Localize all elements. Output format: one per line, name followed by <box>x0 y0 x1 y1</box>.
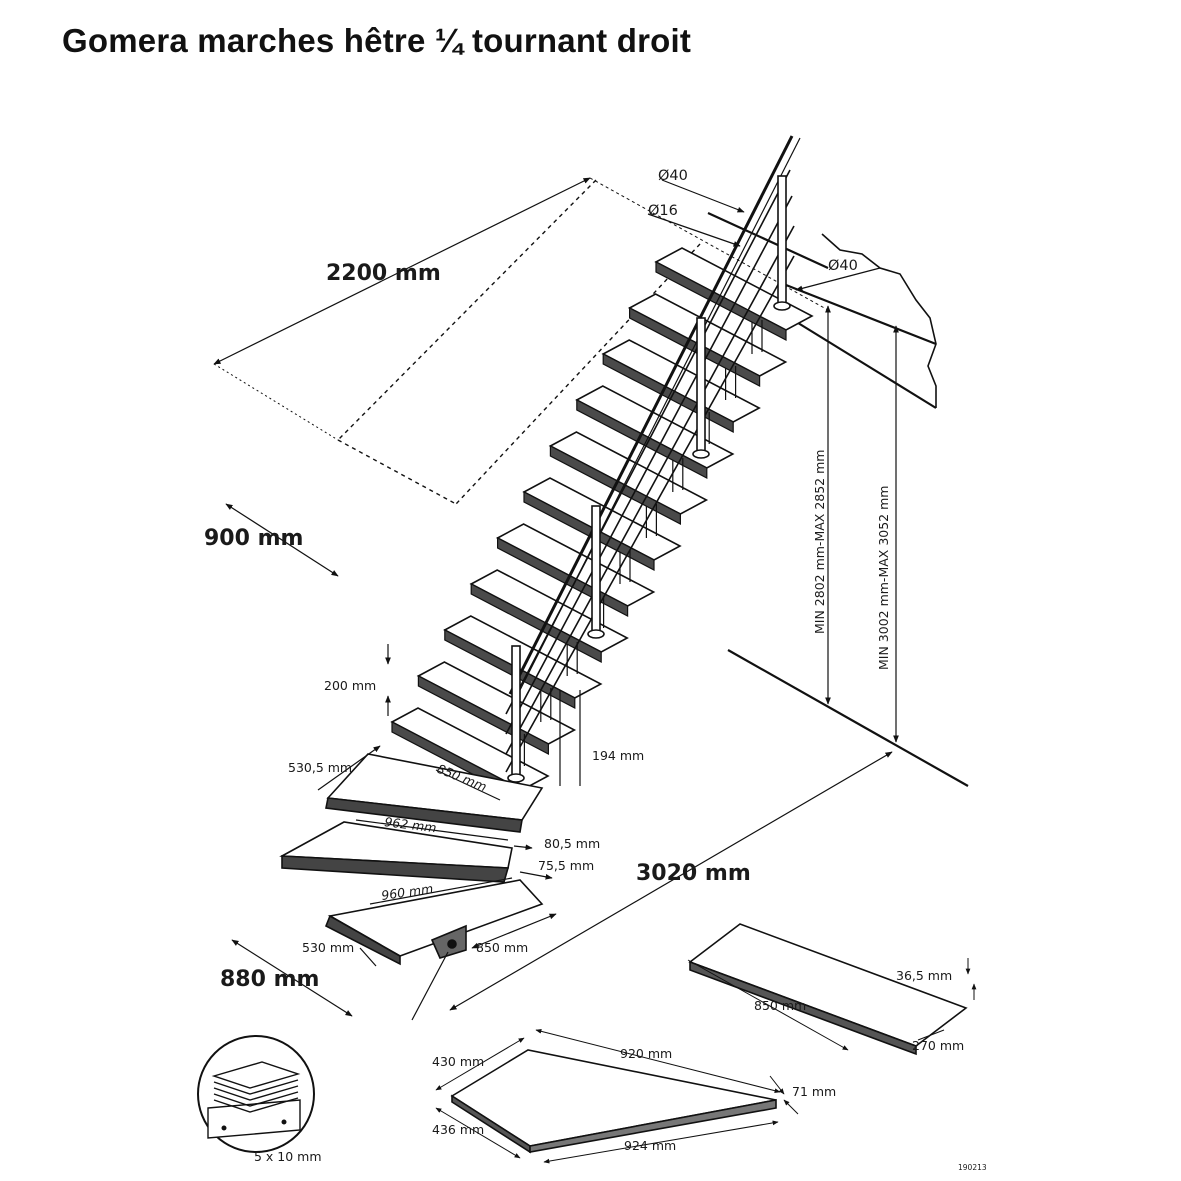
label-depth-194: 194 mm <box>592 748 644 763</box>
label-width-850: 850 mm <box>476 940 528 955</box>
diagram-title: Gomera marches hêtre ¼ tournant droit <box>62 22 692 59</box>
lower-floor-line <box>727 649 969 787</box>
label-tread-thickness: 36,5 mm <box>896 968 952 983</box>
label-length-2200: 2200 mm <box>326 261 441 286</box>
label-wedge-920: 920 mm <box>620 1046 672 1061</box>
label-tread-depth: 270 mm <box>912 1038 964 1053</box>
label-handrail-diameter: Ø40 <box>658 168 688 184</box>
label-height-2802: MIN 2802 mm-MAX 2852 mm <box>812 450 827 634</box>
spacer-detail <box>197 1035 315 1153</box>
handrail <box>505 135 801 773</box>
label-wedge-71: 71 mm <box>792 1084 836 1099</box>
stair-tread-edge <box>576 399 708 479</box>
winder-detail <box>435 1029 799 1164</box>
label-step-rise: 200 mm <box>324 678 376 693</box>
label-width-900: 900 mm <box>204 526 303 551</box>
label-wedge-436: 436 mm <box>432 1122 484 1137</box>
label-width-880: 880 mm <box>220 967 319 992</box>
label-wedge-924: 924 mm <box>624 1138 676 1153</box>
label-baluster-diameter: Ø16 <box>648 203 678 219</box>
footprint-outline <box>213 179 701 505</box>
label-spacer-size: 5 x 10 mm <box>254 1149 322 1164</box>
upper-floor <box>589 177 937 409</box>
label-diag-962: 962 mm <box>384 814 438 835</box>
stair-support <box>751 320 763 354</box>
stair-support <box>725 366 737 400</box>
label-height-3002: MIN 3002 mm-MAX 3052 mm <box>876 486 891 670</box>
label-diag-960: 960 mm <box>380 881 434 903</box>
label-ref-code: 190213 <box>958 1163 987 1172</box>
label-length-3020: 3020 mm <box>636 861 751 886</box>
stair-tread-edge <box>470 583 602 663</box>
tread-detail <box>687 923 977 1056</box>
label-tread-length: 850 mm <box>754 998 806 1013</box>
label-530-5: 530,5 mm <box>288 760 352 775</box>
label-offset-75-5: 75,5 mm <box>538 858 594 873</box>
dimension-lines <box>213 177 899 1017</box>
label-post-diameter: Ø40 <box>828 258 858 274</box>
label-wedge-430: 430 mm <box>432 1054 484 1069</box>
label-offset-80-5: 80,5 mm <box>544 836 600 851</box>
stair-support <box>566 642 578 676</box>
label-width-530: 530 mm <box>302 940 354 955</box>
stair-support <box>672 458 684 492</box>
